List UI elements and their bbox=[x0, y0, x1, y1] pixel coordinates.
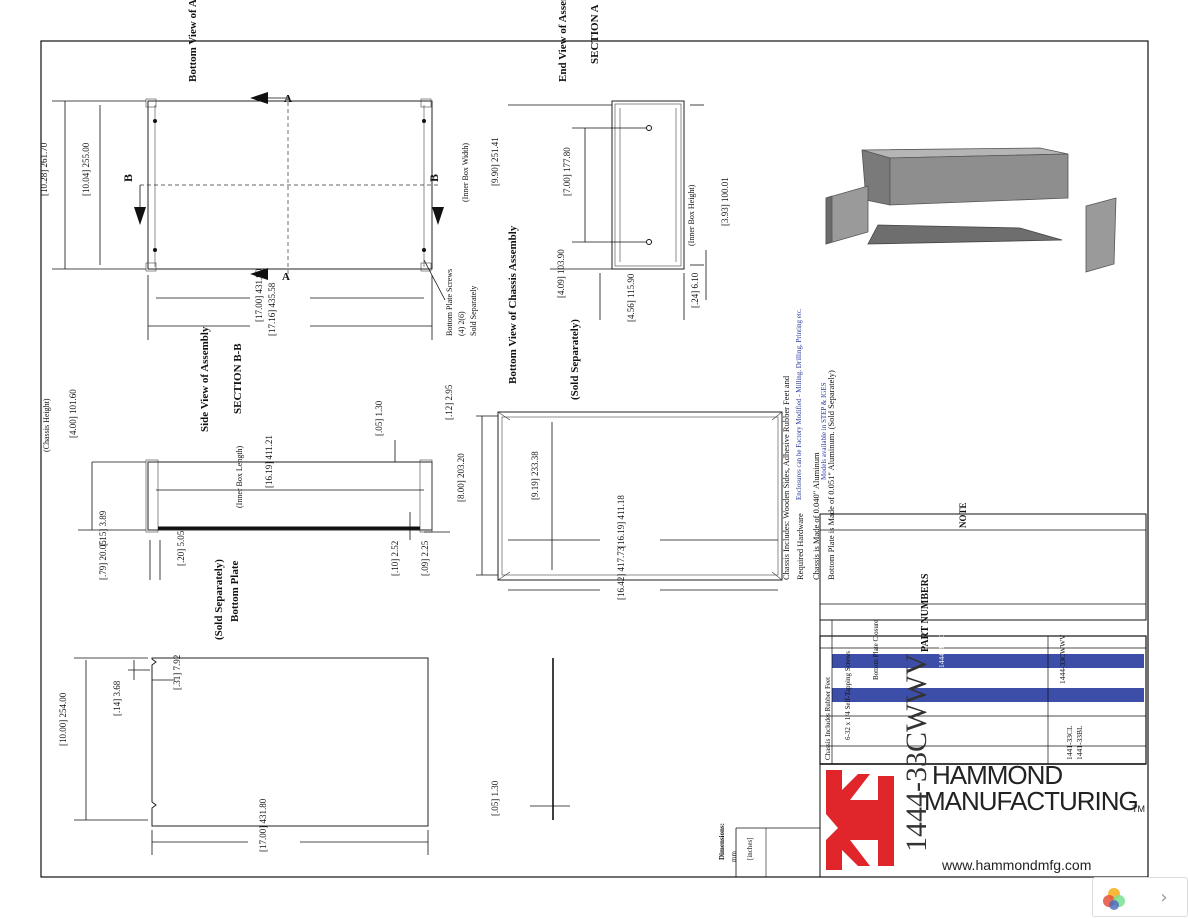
dim-text: [.10] 2.52 bbox=[390, 541, 400, 576]
bottom-view-of-chassis bbox=[476, 411, 783, 591]
dim-text: [4.09] 103.90 bbox=[556, 249, 566, 298]
bottom-view-of-assembly bbox=[52, 92, 446, 340]
dim-text: [.14] 3.68 bbox=[112, 680, 122, 716]
dim-text: [4.56] 115.90 bbox=[626, 273, 636, 322]
inner-box-height-callout: (Inner Box Height) bbox=[687, 184, 696, 246]
brand-subtitle: MANUFACTURING bbox=[924, 786, 1139, 816]
note-line: Models available in STEP & IGES bbox=[820, 382, 828, 480]
side-view-of-assembly bbox=[78, 440, 450, 580]
dim-text: [16.42] 417.73 bbox=[616, 546, 626, 600]
part-number: 1444-33CWWV bbox=[1058, 634, 1067, 684]
screw-qty-callout: (4) 2(6) bbox=[457, 311, 466, 336]
notes-table bbox=[819, 513, 1147, 621]
part-numbers-heading: PART NUMBERS bbox=[920, 573, 931, 652]
drawing-border bbox=[40, 40, 1149, 878]
units-inches: [inches] bbox=[746, 837, 754, 860]
dim-text: [.05] 1.30 bbox=[374, 400, 384, 436]
part-header: 6-32 x 1/4 Self-Tapping Screws bbox=[844, 651, 852, 740]
side-view-title: Side View of Assembly bbox=[199, 326, 211, 432]
dim-text: [.05] 1.30 bbox=[490, 780, 500, 816]
dim-text: [.15] 3.89 bbox=[98, 510, 108, 546]
website-url[interactable]: www.hammondmfg.com bbox=[942, 857, 1092, 873]
plate-screws-callout: Bottom Plate Screws bbox=[445, 269, 454, 336]
note-line: Chassis is Made of 0.040" Aluminum bbox=[811, 452, 821, 580]
dim-text: [10.28] 261.70 bbox=[39, 142, 49, 196]
part-title: 1444-33CWWV bbox=[900, 653, 933, 852]
dim-text: [.12] 2.95 bbox=[444, 384, 454, 420]
dim-text: [17.00] 431.80 bbox=[254, 268, 264, 322]
note-line: Required Hardware bbox=[795, 513, 805, 580]
part-numbers-table bbox=[819, 620, 1147, 765]
note-heading: NOTE bbox=[958, 502, 968, 528]
end-view-title: End View of Assembly bbox=[557, 0, 569, 82]
section-marker-a-top: A bbox=[284, 93, 292, 105]
dimensions-label: Dimensions: bbox=[718, 823, 726, 860]
part-header: Bottom Plate Closure bbox=[872, 620, 880, 680]
labels: Bottom View of Assembly End View of Asse… bbox=[39, 0, 1084, 862]
trademark-mark: TM bbox=[1132, 804, 1145, 814]
title-block bbox=[735, 620, 904, 877]
dim-text: [3.93] 100.01 bbox=[720, 177, 730, 226]
units-mm: mm bbox=[730, 851, 738, 862]
dim-text: [.20] 5.05 bbox=[176, 530, 186, 566]
dim-text: [.09] 2.25 bbox=[420, 540, 430, 576]
section-marker-a-bottom: A bbox=[282, 271, 290, 283]
part-header: Chassis Includes Rubber Feet bbox=[824, 677, 832, 760]
dim-text: [.24] 6.10 bbox=[690, 272, 700, 308]
note-line: Chassis Includes: Wooden Sides, Adhesive… bbox=[781, 375, 791, 580]
dim-text: [16.19] 411.18 bbox=[616, 495, 626, 548]
inner-box-width-callout: (Inner Box Width) bbox=[461, 143, 470, 202]
viewer-widget: › bbox=[1092, 877, 1188, 917]
pinwheel-icon bbox=[1103, 888, 1125, 910]
dim-text: [10.04] 255.00 bbox=[81, 142, 91, 196]
chassis-bottom-view-title: Bottom View of Chassis Assembly bbox=[507, 225, 519, 384]
part-number: 1444-33COR bbox=[937, 628, 946, 668]
note-line: Enclosures can be Factory Modified - Mil… bbox=[795, 308, 803, 500]
dim-text: [7.00] 177.80 bbox=[562, 147, 572, 196]
part-number: 1441-33BL bbox=[1075, 725, 1084, 760]
dim-text: [.79] 20.05 bbox=[98, 540, 108, 580]
section-a-label: SECTION A bbox=[589, 4, 601, 64]
dim-text: [10.00] 254.00 bbox=[58, 692, 68, 746]
end-view-of-assembly bbox=[508, 100, 707, 320]
dim-text: [17.16] 435.58 bbox=[267, 282, 277, 336]
inner-box-length-callout: (Inner Box Length) bbox=[235, 445, 244, 508]
dim-text: [8.00] 203.20 bbox=[456, 453, 466, 502]
dim-text: [17.00] 431.80 bbox=[258, 798, 268, 852]
chassis-height-callout: (Chassis Height) bbox=[42, 398, 51, 452]
screw-sold-callout: Sold Separately bbox=[469, 286, 478, 336]
brand-name: HAMMOND bbox=[932, 760, 1063, 790]
plate-sold-separately: (Sold Separately) bbox=[213, 559, 225, 640]
dim-text: [.31] 7.92 bbox=[172, 655, 182, 690]
hammond-logo-icon bbox=[822, 766, 904, 874]
section-marker-b-left: B bbox=[121, 174, 135, 182]
dim-text: [9.90] 251.41 bbox=[490, 137, 500, 186]
section-bb-label: SECTION B-B bbox=[232, 343, 244, 414]
bottom-view-title: Bottom View of Assembly bbox=[187, 0, 199, 82]
part-number: 1441-33CL bbox=[1065, 725, 1074, 760]
chevron-right-icon[interactable]: › bbox=[1149, 883, 1179, 911]
dim-text: [4.00] 101.60 bbox=[68, 389, 78, 438]
bottom-plate-view bbox=[74, 657, 570, 855]
note-line: Bottom Plate is Made of 0.051" Aluminum.… bbox=[826, 370, 836, 580]
section-marker-b-right: B bbox=[427, 174, 441, 182]
chassis-sold-separately: (Sold Separately) bbox=[569, 319, 581, 400]
dim-text: [9.19] 233.38 bbox=[530, 451, 540, 500]
enclosure-3d-render bbox=[825, 147, 1117, 273]
bottom-plate-title: Bottom Plate bbox=[229, 560, 241, 622]
dim-text: [16.19] 411.21 bbox=[264, 435, 274, 488]
